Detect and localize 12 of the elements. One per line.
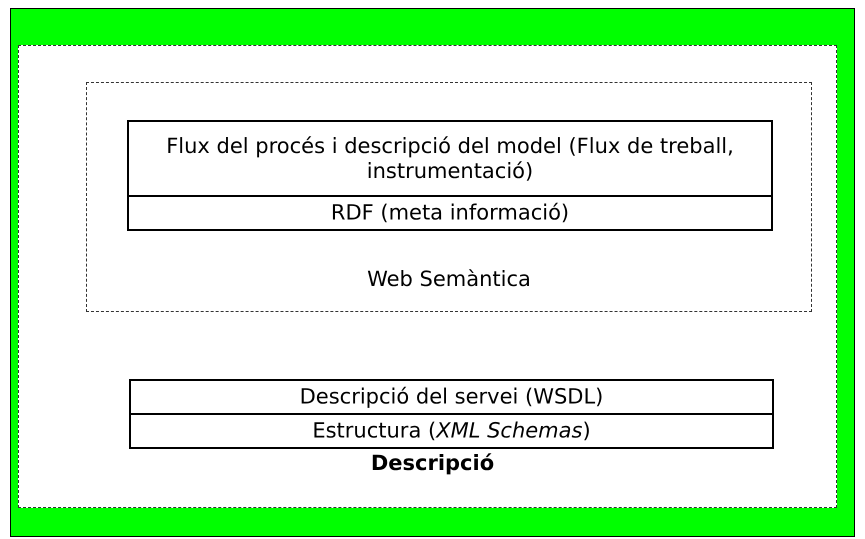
layer-label: Estructura (XML Schemas) bbox=[311, 418, 592, 444]
layer-box bbox=[129, 413, 774, 449]
layer-label: RDF (meta informació) bbox=[330, 200, 570, 226]
group-title: Web Semàntica bbox=[366, 267, 532, 292]
outer-panel bbox=[10, 8, 855, 537]
dashed-group-box bbox=[86, 82, 812, 312]
layer-label: Descripció del servei (WSDL) bbox=[298, 384, 604, 410]
layer-label: Flux del procés i descripció del model (Flux de treball, instrumentació) bbox=[165, 133, 735, 184]
layer-box bbox=[127, 195, 773, 231]
layer-box bbox=[127, 120, 773, 197]
panel-title: Descripció bbox=[370, 451, 496, 476]
layer-box bbox=[129, 379, 774, 415]
